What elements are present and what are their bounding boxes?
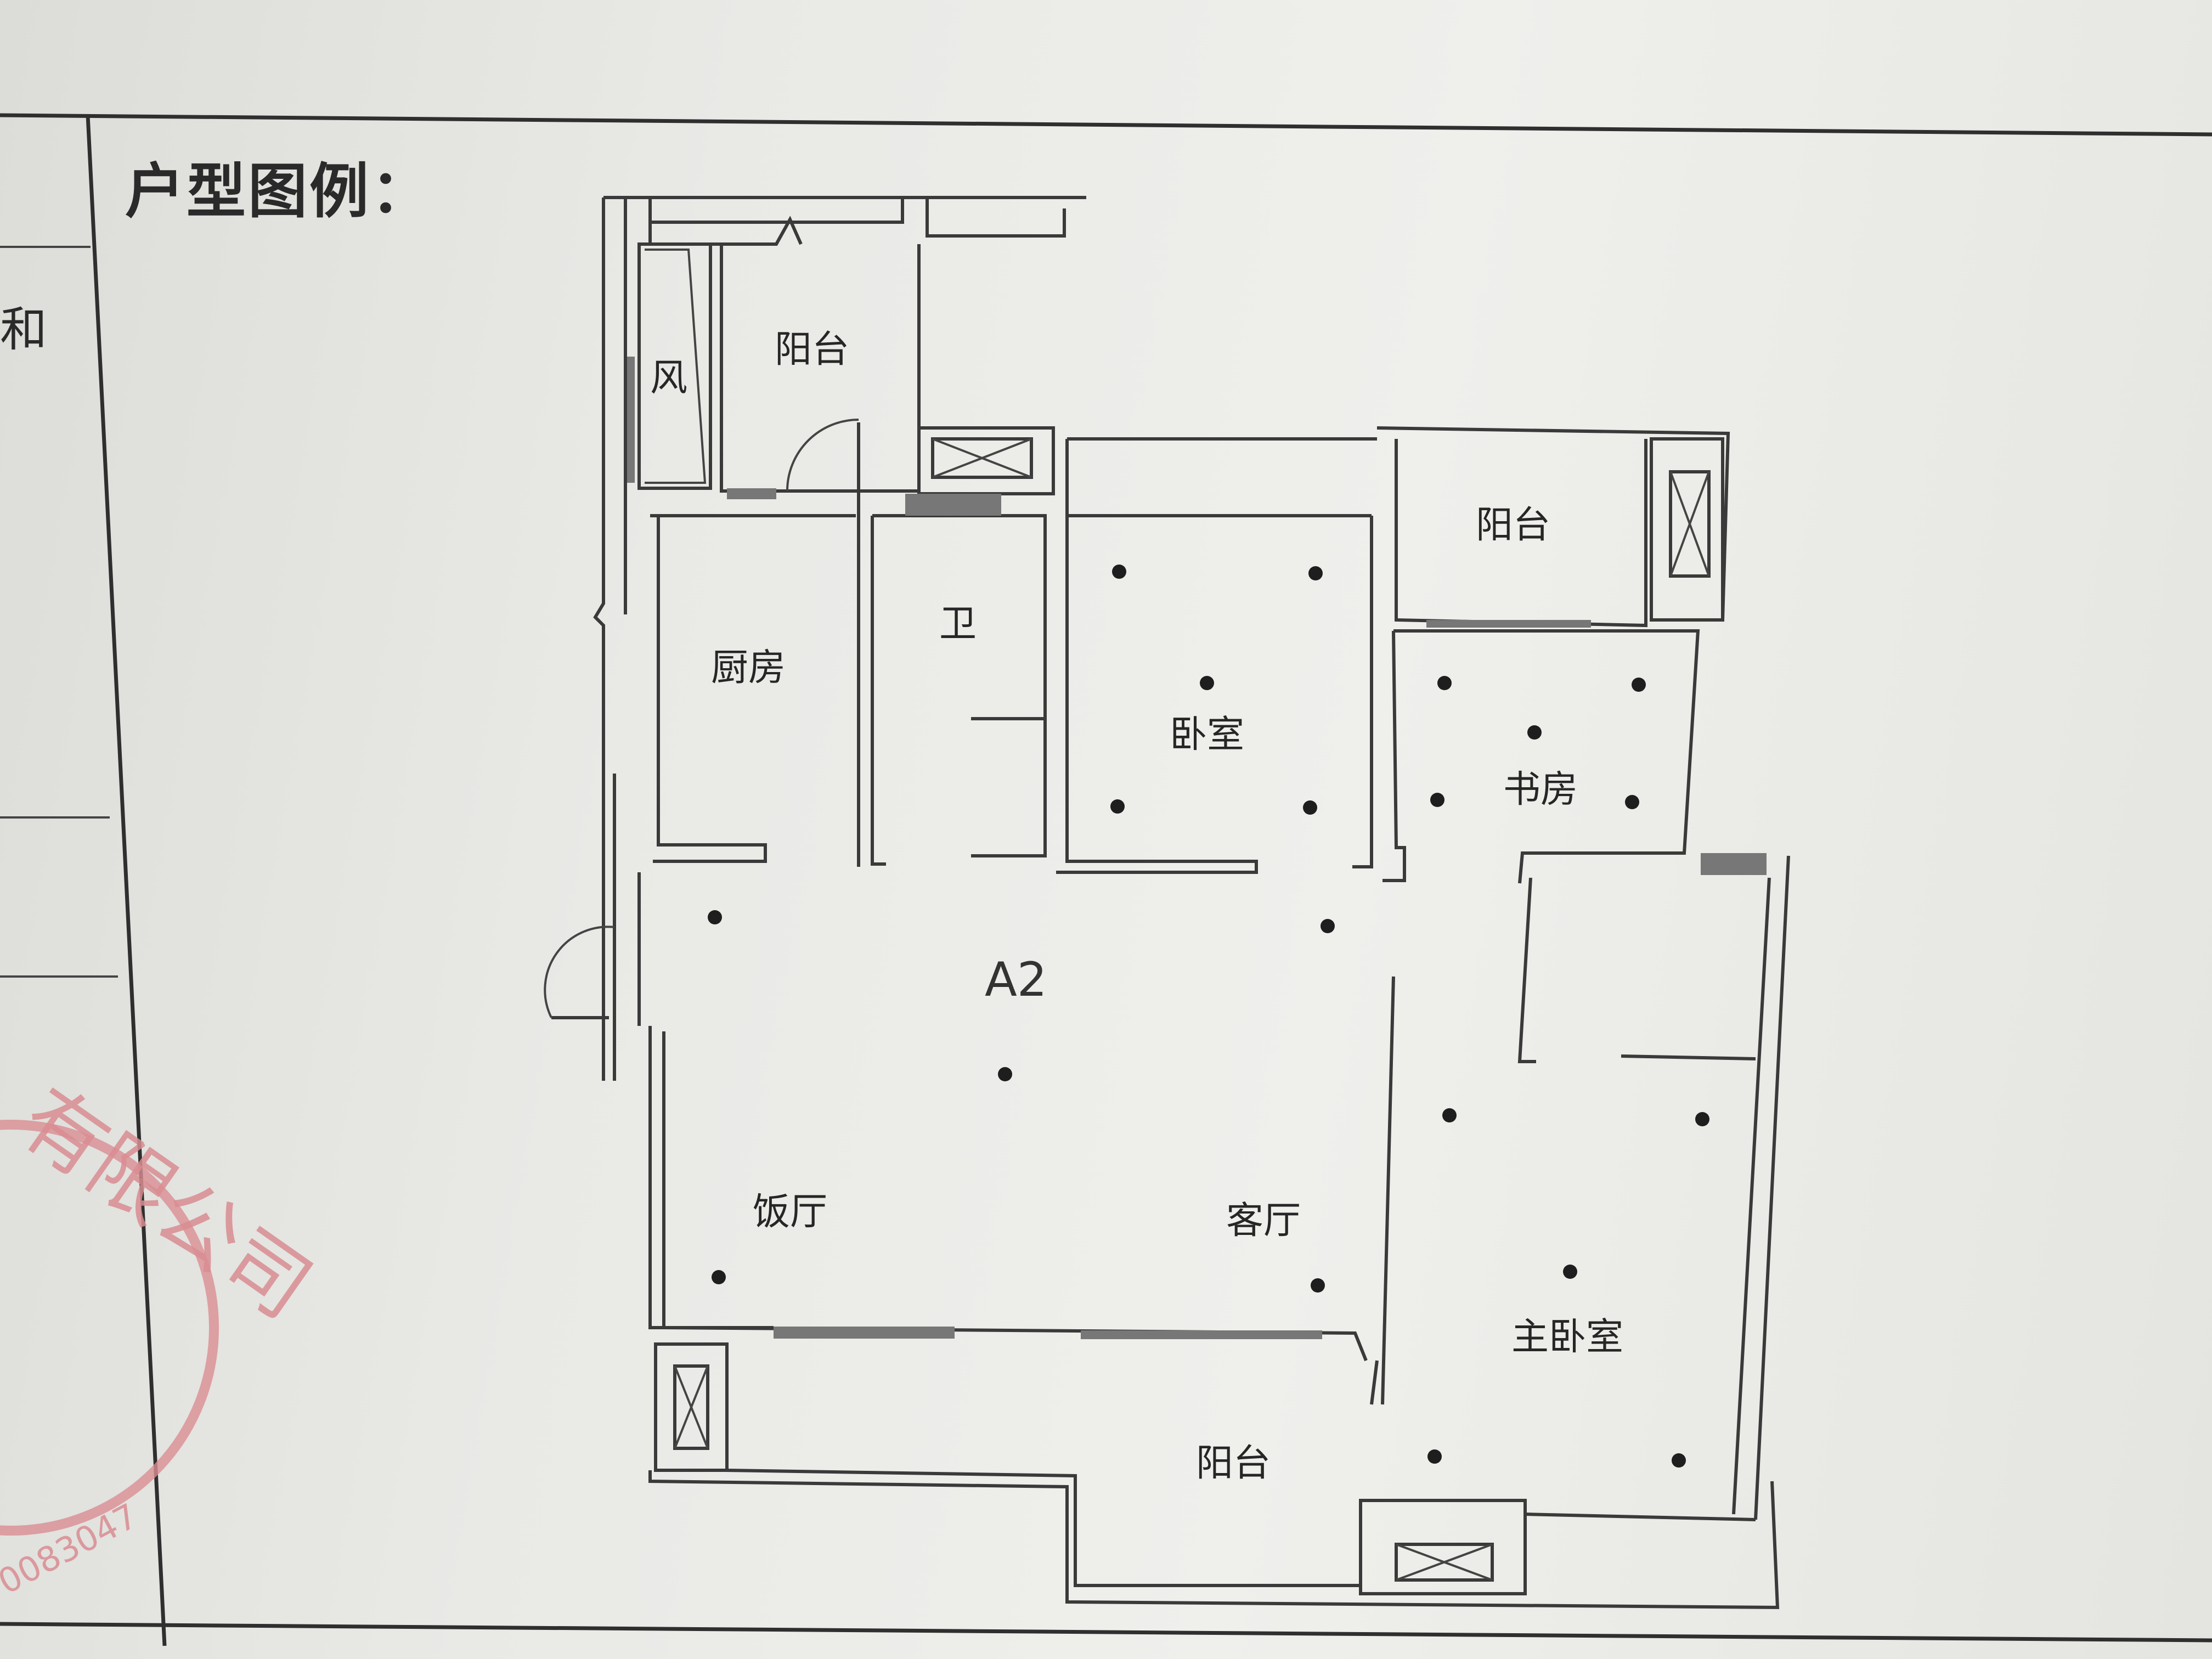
label-dining-room: 饭厅 bbox=[753, 1190, 827, 1234]
label-bathroom: 卫 bbox=[939, 602, 977, 646]
label-living-room: 客厅 bbox=[1226, 1199, 1301, 1243]
label-study: 书房 bbox=[1503, 768, 1578, 811]
room-labels: 风 阳台 厨房 卫 卧室 阳台 书房 A2 饭厅 客厅 主卧室 阳台 bbox=[650, 328, 1623, 1485]
company-seal: 有限公司 0083047 bbox=[0, 1070, 328, 1602]
label-bedroom: 卧室 bbox=[1170, 713, 1244, 757]
label-wind-shaft: 风 bbox=[650, 357, 687, 400]
label-unit-type: A2 bbox=[985, 952, 1047, 1007]
seal-text: 有限公司 bbox=[3, 1070, 328, 1338]
left-table-text-fragment: 和 bbox=[0, 302, 47, 357]
label-master-bedroom: 主卧室 bbox=[1511, 1316, 1623, 1359]
seal-number: 0083047 bbox=[0, 1496, 144, 1602]
walls bbox=[544, 196, 1790, 1610]
legend-title: 户型图例： bbox=[125, 157, 433, 226]
label-kitchen: 厨房 bbox=[711, 646, 786, 690]
label-balcony-top-left: 阳台 bbox=[775, 328, 849, 371]
label-balcony-top-right: 阳台 bbox=[1476, 504, 1550, 547]
label-balcony-bottom: 阳台 bbox=[1196, 1442, 1271, 1485]
page-frame-lines bbox=[0, 113, 2212, 1646]
light-points bbox=[708, 565, 1709, 1468]
